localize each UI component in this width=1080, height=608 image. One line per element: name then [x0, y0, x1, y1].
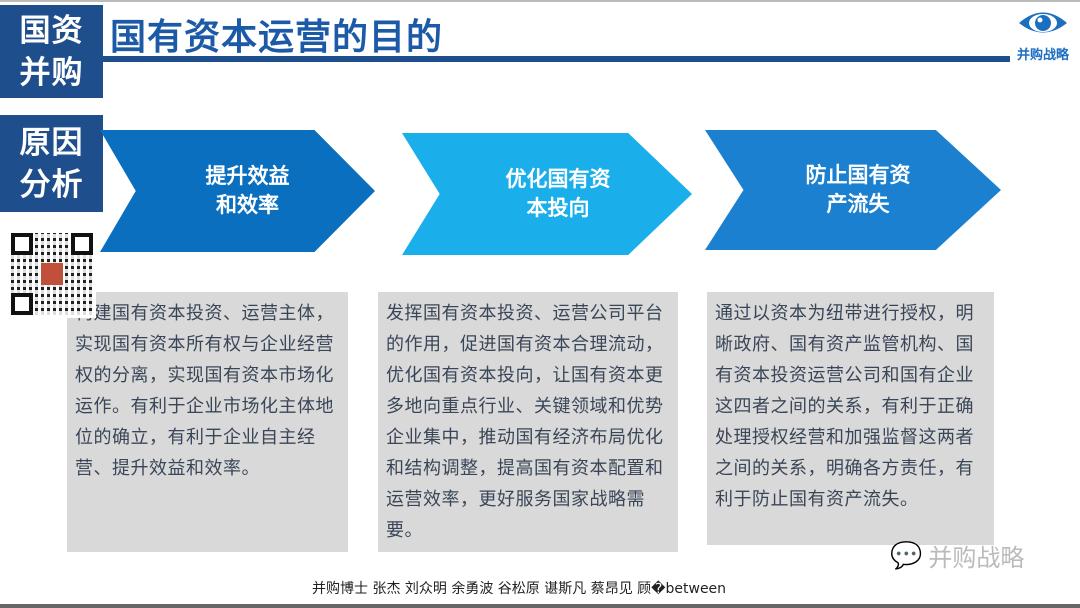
arrow-prevent-loss: 防止国有资 产流失: [705, 130, 1001, 250]
qr-finder: [11, 233, 33, 255]
wechat-watermark: 💬 并购战略: [890, 538, 1024, 573]
arrow-label: 防止国有资 产流失: [805, 163, 911, 216]
qr-code[interactable]: [8, 230, 96, 318]
section-tag-line1: 原因: [19, 125, 84, 161]
bottom-border: [0, 604, 1080, 608]
text-box-2: 发挥国有资本投资、运营公司平台的作用，促进国有资本合理流动，优化国有资本投向，让…: [378, 292, 678, 552]
eye-icon: [1019, 12, 1067, 33]
header-tag-line1: 国资: [19, 13, 84, 49]
text-box-3: 通过以资本为纽带进行授权，明晰政府、国有资产监管机构、国有资本投资运营公司和国有…: [707, 292, 994, 545]
text-box-1: 构建国有资本投资、运营主体，实现国有资本所有权与企业经营权的分离，实现国有资本市…: [67, 292, 348, 552]
section-tag: 原因 分析: [0, 115, 103, 212]
arrow-improve-efficiency: 提升效益 和效率: [100, 130, 375, 252]
header-tag-line2: 并购: [19, 55, 84, 91]
qr-finder: [71, 233, 93, 255]
footer-authors: 并购博士 张杰 刘众明 余勇波 谷松原 谌斯凡 蔡昂见 顾�between: [312, 581, 727, 597]
wechat-icon: 💬: [890, 540, 923, 571]
logo-text: 并购战略: [1016, 48, 1069, 63]
header-tag: 国资 并购: [0, 5, 103, 98]
title-rule: [103, 56, 1010, 62]
brand-logo: 并购战略: [1012, 8, 1074, 63]
section-tag-line2: 分析: [19, 167, 84, 203]
qr-seal: [41, 263, 63, 285]
top-border: [0, 0, 1080, 2]
arrow-optimize-investment: 优化国有资 本投向: [402, 133, 692, 255]
arrow-label: 提升效益 和效率: [205, 164, 290, 217]
qr-finder: [11, 293, 33, 315]
page-title: 国有资本运营的目的: [110, 17, 444, 58]
arrow-label: 优化国有资 本投向: [505, 167, 611, 220]
watermark-text: 并购战略: [928, 544, 1025, 572]
